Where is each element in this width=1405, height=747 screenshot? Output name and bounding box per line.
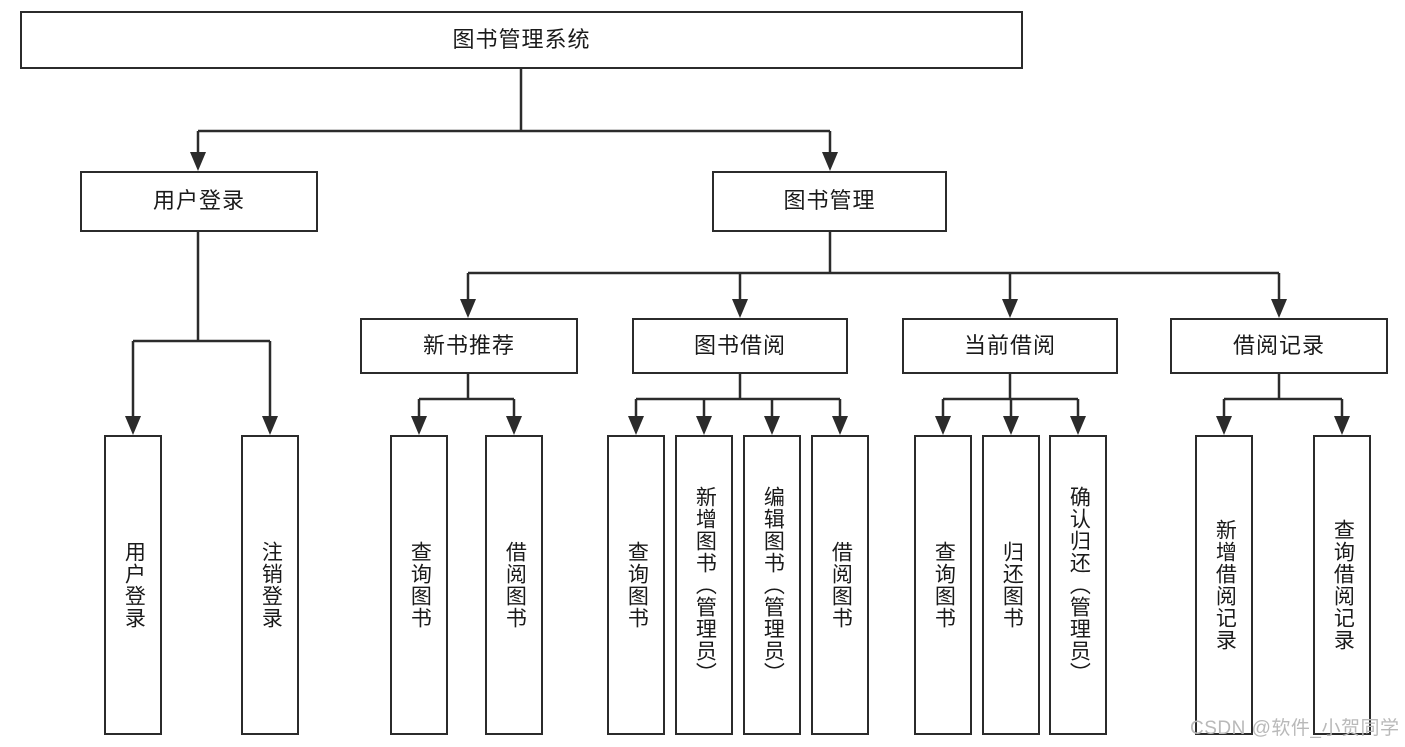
node-label: 图书管理系统	[452, 26, 591, 52]
leaf-new-book-borrow[interactable]: 借阅图书	[485, 435, 543, 735]
leaf-current-borrow-confirm[interactable]: 确认归还（管理员）	[1049, 435, 1107, 735]
arrow-nb-leaf2	[506, 416, 522, 435]
node-label: 归还图书	[1000, 541, 1024, 629]
leaf-book-borrow-query[interactable]: 查询图书	[607, 435, 665, 735]
arrow-new-book	[460, 299, 476, 318]
arrow-br-leaf1	[1216, 416, 1232, 435]
node-new-book-recommend[interactable]: 新书推荐	[360, 318, 578, 374]
node-label: 借阅图书	[503, 541, 527, 629]
node-book-borrow[interactable]: 图书借阅	[632, 318, 848, 374]
node-user-login[interactable]: 用户登录	[80, 171, 318, 232]
leaf-borrow-record-add[interactable]: 新增借阅记录	[1195, 435, 1253, 735]
leaf-book-borrow-add[interactable]: 新增图书（管理员）	[675, 435, 733, 735]
node-label: 查询借阅记录	[1331, 519, 1355, 651]
arrow-bb-leaf2	[696, 416, 712, 435]
arrow-book-borrow	[732, 299, 748, 318]
arrow-cb-leaf2	[1003, 416, 1019, 435]
leaf-current-borrow-query[interactable]: 查询图书	[914, 435, 972, 735]
arrow-cb-leaf3	[1070, 416, 1086, 435]
arrow-bb-leaf3	[764, 416, 780, 435]
node-label: 确认归还（管理员）	[1067, 486, 1091, 684]
arrow-leaf-user-login	[125, 416, 141, 435]
node-label: 用户登录	[122, 541, 146, 629]
node-borrow-record[interactable]: 借阅记录	[1170, 318, 1388, 374]
arrow-book-mgmt	[822, 152, 838, 171]
node-label: 查询图书	[932, 541, 956, 629]
arrow-bb-leaf4	[832, 416, 848, 435]
leaf-user-login-login[interactable]: 用户登录	[104, 435, 162, 735]
leaf-new-book-query[interactable]: 查询图书	[390, 435, 448, 735]
node-label: 用户登录	[152, 188, 245, 214]
leaf-user-login-logout[interactable]: 注销登录	[241, 435, 299, 735]
node-label: 注销登录	[259, 541, 283, 629]
node-label: 当前借阅	[963, 332, 1056, 358]
node-label: 查询图书	[625, 541, 649, 629]
arrow-user-login	[190, 152, 206, 171]
node-current-borrow[interactable]: 当前借阅	[902, 318, 1118, 374]
node-label: 新增图书（管理员）	[693, 486, 717, 684]
arrow-bb-leaf1	[628, 416, 644, 435]
arrow-leaf-logout	[262, 416, 278, 435]
arrow-cb-leaf1	[935, 416, 951, 435]
node-label: 借阅记录	[1232, 332, 1325, 358]
node-book-management[interactable]: 图书管理	[712, 171, 947, 232]
leaf-current-borrow-return[interactable]: 归还图书	[982, 435, 1040, 735]
node-label: 借阅图书	[829, 541, 853, 629]
arrow-br-leaf2	[1334, 416, 1350, 435]
node-label: 图书借阅	[693, 332, 786, 358]
node-label: 新书推荐	[422, 332, 515, 358]
node-label: 新增借阅记录	[1213, 519, 1237, 651]
leaf-book-borrow-edit[interactable]: 编辑图书（管理员）	[743, 435, 801, 735]
arrow-current-borrow	[1002, 299, 1018, 318]
node-label: 查询图书	[408, 541, 432, 629]
node-root-system[interactable]: 图书管理系统	[20, 11, 1023, 69]
leaf-borrow-record-query[interactable]: 查询借阅记录	[1313, 435, 1371, 735]
leaf-book-borrow-borrow[interactable]: 借阅图书	[811, 435, 869, 735]
arrow-borrow-record	[1271, 299, 1287, 318]
node-label: 编辑图书（管理员）	[761, 486, 785, 684]
arrow-nb-leaf1	[411, 416, 427, 435]
node-label: 图书管理	[783, 188, 876, 214]
